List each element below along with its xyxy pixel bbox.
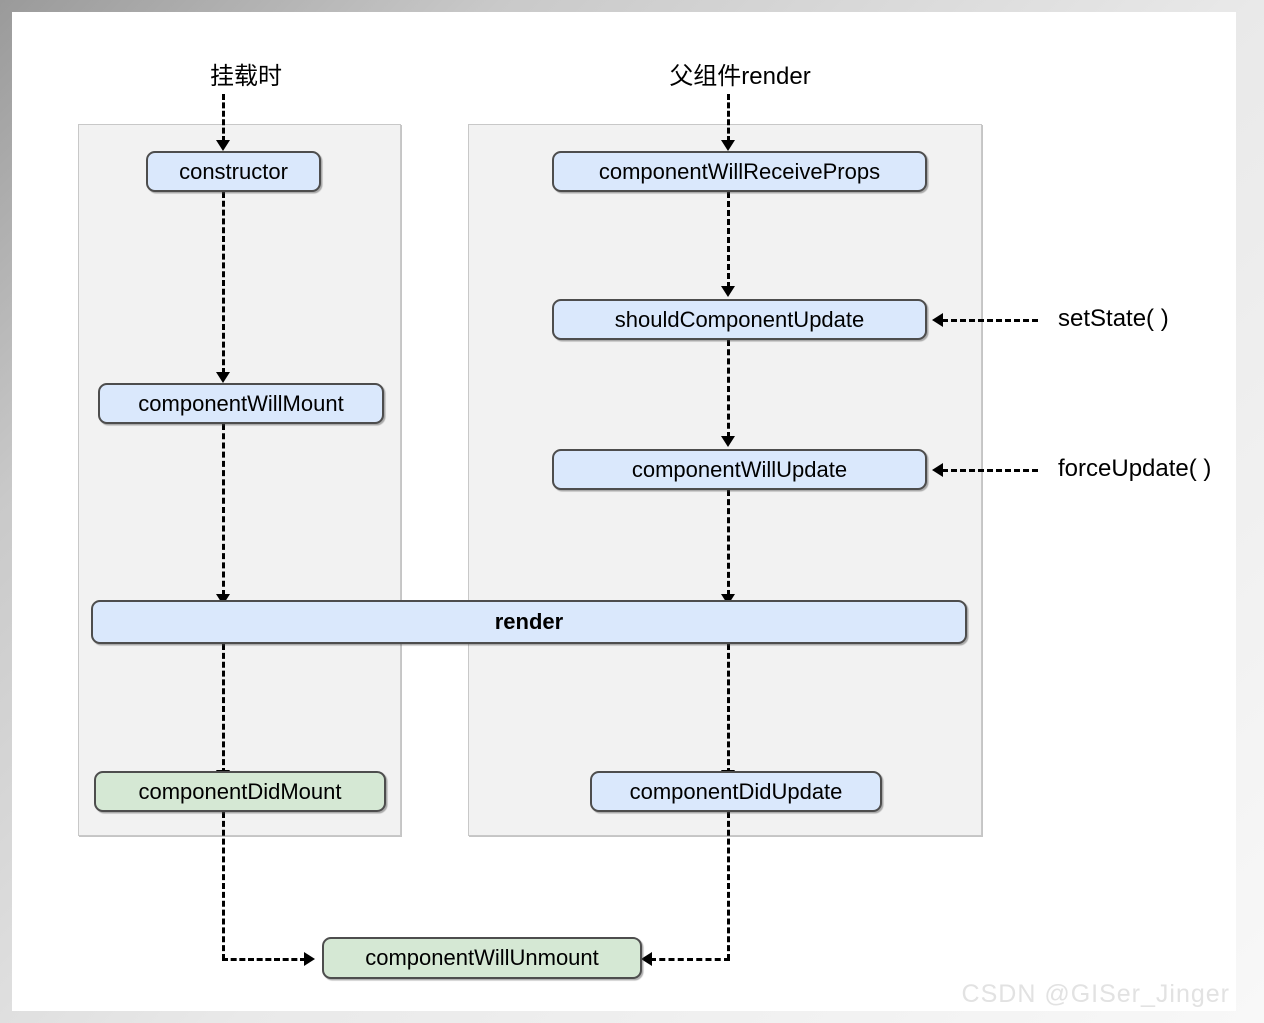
arrowhead-willmount-to-render bbox=[216, 594, 230, 605]
connector-didupdate-to-unmount-vertical bbox=[727, 812, 730, 960]
arrowhead-forceupdate bbox=[932, 463, 943, 477]
arrowhead-didupdate-to-unmount bbox=[641, 952, 652, 966]
connector-render-to-didupdate bbox=[727, 644, 730, 774]
connector-forceupdate bbox=[942, 469, 1038, 472]
node-componentwillunmount-label: componentWillUnmount bbox=[365, 945, 599, 970]
connector-setstate bbox=[942, 319, 1038, 322]
node-componentwillmount-label: componentWillMount bbox=[138, 390, 344, 416]
node-constructor-label: constructor bbox=[179, 158, 288, 184]
connector-didmount-to-unmount-horizontal bbox=[222, 958, 306, 961]
update-column-title: 父组件render bbox=[669, 63, 811, 90]
node-shouldcomponentupdate-label: shouldComponentUpdate bbox=[614, 306, 865, 332]
mount-column-title: 挂载时 bbox=[210, 63, 282, 90]
node-render-label: render bbox=[494, 609, 564, 634]
connector-didupdate-to-unmount-horizontal bbox=[650, 958, 730, 961]
node-componentwillreceiveprops-label: componentWillReceiveProps bbox=[598, 158, 881, 184]
node-render[interactable]: render bbox=[91, 600, 967, 644]
mount-phase-panel bbox=[78, 124, 401, 836]
arrowhead-setstate bbox=[932, 313, 943, 327]
annotation-forceupdate: forceUpdate( ) bbox=[1058, 455, 1212, 482]
connector-willupdate-to-render bbox=[727, 490, 730, 596]
node-componentdidmount-label: componentDidMount bbox=[138, 778, 342, 804]
arrowhead-mount-entry bbox=[216, 140, 230, 151]
arrowhead-update-entry bbox=[721, 140, 735, 151]
arrowhead-constructor-to-willmount bbox=[216, 372, 230, 383]
connector-didmount-to-unmount-vertical bbox=[222, 812, 225, 960]
connector-update-entry bbox=[727, 94, 730, 142]
diagram-canvas: 挂载时 父组件render bbox=[12, 12, 1236, 1011]
connector-shouldupdate-to-willupdate bbox=[727, 340, 730, 438]
node-shouldcomponentupdate[interactable]: shouldComponentUpdate bbox=[552, 299, 927, 340]
node-componentwillupdate[interactable]: componentWillUpdate bbox=[552, 449, 927, 490]
arrowhead-willreceiveprops-to-shouldupdate bbox=[721, 286, 735, 297]
connector-mount-entry bbox=[222, 94, 225, 142]
connector-render-to-didmount bbox=[222, 644, 225, 774]
node-componentdidupdate-label: componentDidUpdate bbox=[629, 778, 843, 804]
node-componentdidupdate[interactable]: componentDidUpdate bbox=[590, 771, 882, 812]
node-constructor[interactable]: constructor bbox=[146, 151, 321, 192]
connector-willmount-to-render bbox=[222, 424, 225, 596]
connector-willreceiveprops-to-shouldupdate bbox=[727, 192, 730, 288]
watermark: CSDN @GISer_Jinger bbox=[961, 980, 1230, 1008]
node-componentwillupdate-label: componentWillUpdate bbox=[631, 456, 848, 482]
connector-constructor-to-willmount bbox=[222, 192, 225, 374]
annotation-setstate: setState( ) bbox=[1058, 305, 1169, 332]
node-componentwillunmount[interactable]: componentWillUnmount bbox=[322, 937, 642, 979]
node-componentwillreceiveprops[interactable]: componentWillReceiveProps bbox=[552, 151, 927, 192]
arrowhead-willupdate-to-render bbox=[721, 594, 735, 605]
node-componentwillmount[interactable]: componentWillMount bbox=[98, 383, 384, 424]
arrowhead-didmount-to-unmount bbox=[304, 952, 315, 966]
arrowhead-shouldupdate-to-willupdate bbox=[721, 436, 735, 447]
node-componentdidmount[interactable]: componentDidMount bbox=[94, 771, 386, 812]
